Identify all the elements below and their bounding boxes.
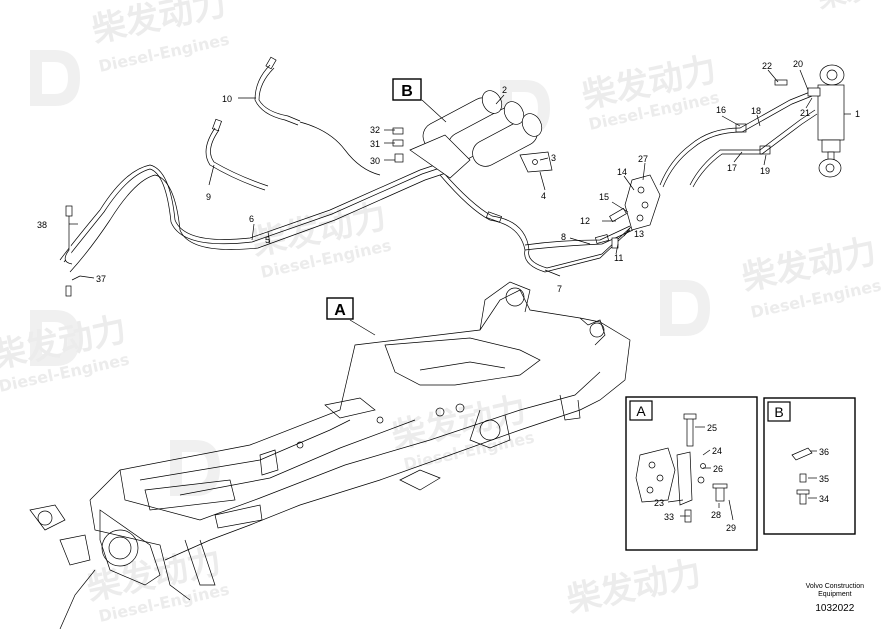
callout-23: 23 xyxy=(654,498,664,508)
view-label-b-text: B xyxy=(401,83,413,100)
detail-view-b: B 36 35 34 xyxy=(763,397,856,535)
callout-14: 14 xyxy=(617,167,627,177)
fittings-left xyxy=(64,205,81,297)
detail-a-label: A xyxy=(636,403,646,419)
callout-19: 19 xyxy=(760,166,770,176)
callout-25: 25 xyxy=(707,423,717,433)
watermark-cn: 柴发动力 xyxy=(815,0,890,15)
callout-24: 24 xyxy=(712,446,722,456)
callout-20: 20 xyxy=(793,59,803,69)
hose-lines xyxy=(59,56,818,273)
view-label-a-text: A xyxy=(334,302,346,319)
callout-18: 18 xyxy=(751,106,761,116)
valve-block xyxy=(609,174,661,249)
callout-21: 21 xyxy=(800,108,810,118)
footer-doc-number: 1032022 xyxy=(815,603,855,614)
callout-16: 16 xyxy=(716,105,726,115)
callout-33: 33 xyxy=(664,512,674,522)
callout-11: 11 xyxy=(614,253,623,263)
callout-22: 22 xyxy=(762,61,772,71)
callout-38: 38 xyxy=(37,220,47,230)
callout-3: 3 xyxy=(551,153,556,163)
callout-32: 32 xyxy=(370,125,380,135)
callout-37: 37 xyxy=(96,274,106,284)
callout-5: 5 xyxy=(265,235,270,245)
callout-1: 1 xyxy=(855,109,860,119)
view-label-a: A xyxy=(326,297,354,320)
callout-4: 4 xyxy=(541,191,546,201)
callout-12: 12 xyxy=(580,216,590,226)
leader-lines xyxy=(69,69,851,336)
callout-30: 30 xyxy=(370,156,380,166)
callout-15: 15 xyxy=(599,192,609,202)
footer-company-line1: Volvo Construction xyxy=(805,583,864,590)
detail-b-label: B xyxy=(774,404,783,420)
callout-35: 35 xyxy=(819,474,829,484)
callout-26: 26 xyxy=(713,464,723,474)
callout-29: 29 xyxy=(726,523,736,533)
callout-36: 36 xyxy=(819,447,829,457)
document-footer: Volvo Construction Equipment 1032022 xyxy=(806,583,864,615)
callout-28: 28 xyxy=(711,510,721,520)
accumulator-group xyxy=(392,90,553,179)
callout-34: 34 xyxy=(819,494,829,504)
machine-frame xyxy=(29,281,631,629)
footer-company-line2: Equipment xyxy=(818,591,852,598)
callout-8: 8 xyxy=(561,232,566,242)
callout-9: 9 xyxy=(206,192,211,202)
callout-6: 6 xyxy=(249,214,254,224)
callout-17: 17 xyxy=(727,163,737,173)
cylinder xyxy=(774,64,845,178)
watermark-cn: 柴发动力 xyxy=(564,553,705,620)
callout-27: 27 xyxy=(638,154,648,164)
detail-view-a: A 25 24 26 23 33 28 xyxy=(625,396,758,551)
callout-labels: 10 9 6 5 38 37 2 32 31 30 3 4 7 8 12 15 … xyxy=(37,59,860,294)
callout-13: 13 xyxy=(634,229,644,239)
callout-7: 7 xyxy=(557,284,562,294)
callout-10: 10 xyxy=(222,94,232,104)
view-label-b: B xyxy=(392,78,422,101)
callout-2: 2 xyxy=(502,85,507,95)
callout-31: 31 xyxy=(370,139,380,149)
